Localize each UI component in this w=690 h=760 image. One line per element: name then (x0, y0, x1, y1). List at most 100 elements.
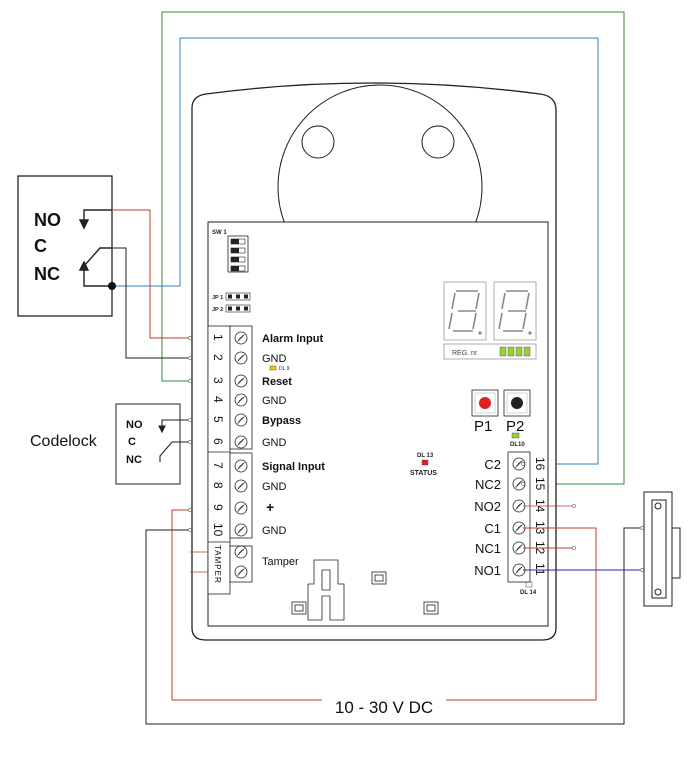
left-terminal-screw[interactable] (234, 459, 248, 473)
tamper-label: Tamper (262, 556, 299, 568)
left-terminal-label: GND (262, 481, 287, 493)
left-terminal-number: 8 (211, 482, 225, 489)
left-terminal-number: 6 (211, 438, 225, 445)
left-terminal-label: GND (262, 437, 287, 449)
sw1-label: SW 1 (212, 230, 227, 236)
relay-c-label: C (34, 236, 47, 256)
power-label-background (322, 692, 446, 720)
right-terminal-number: 16 (533, 457, 547, 471)
codelock-no-label: NO (126, 419, 143, 431)
left-terminal-screw[interactable] (234, 374, 248, 388)
codelock-nc-label: NC (126, 454, 142, 466)
jumper-jp2[interactable] (225, 304, 251, 313)
led-dl10 (511, 432, 520, 439)
wire-reset-green (161, 11, 625, 485)
left-terminal-number: 5 (211, 416, 225, 423)
left-terminal-screw[interactable] (234, 501, 248, 515)
left-terminal-screw[interactable] (234, 479, 248, 493)
wire-gnd-black (112, 247, 190, 359)
right-terminal-screw[interactable] (512, 541, 526, 555)
codelock-switch-symbol (158, 419, 180, 462)
relay-junction-dot (108, 282, 116, 290)
right-terminal-screw[interactable] (512, 521, 526, 535)
left-terminal-number: 9 (211, 504, 225, 511)
codelock-label: Codelock (30, 433, 98, 450)
tamper-screw[interactable] (234, 565, 248, 579)
wire-end-dots (188, 336, 644, 572)
jumper-jp1[interactable] (225, 292, 251, 301)
jp1-label: JP 1 (212, 295, 223, 301)
right-terminal-block (507, 451, 531, 583)
left-terminal-label: Alarm Input (262, 333, 323, 345)
left-terminal-screw[interactable] (234, 331, 248, 345)
dl9-label: DL 9 (279, 366, 290, 372)
relay-nc-label: NC (34, 264, 60, 284)
button-p1[interactable] (471, 389, 499, 417)
left-terminal-screws (234, 331, 248, 579)
left-terminal-screw[interactable] (234, 351, 248, 365)
p1-label: P1 (474, 418, 492, 435)
left-terminal-label: Bypass (262, 415, 301, 427)
left-terminal-number: 7 (211, 462, 225, 469)
right-terminal-screw[interactable] (512, 457, 526, 471)
external-relay-box (17, 175, 113, 317)
left-terminal-screw[interactable] (234, 393, 248, 407)
tamper-vertical-label: TAMPER (213, 545, 222, 584)
right-terminal-number: 11 (533, 563, 547, 576)
right-terminal-label: NO1 (474, 563, 501, 578)
left-terminal-screw[interactable] (234, 435, 248, 449)
power-label: 10 - 30 V DC (335, 698, 433, 717)
right-terminal-screw[interactable] (512, 477, 526, 491)
status-label: STATUS (410, 470, 437, 477)
right-terminal-label: NO2 (474, 499, 501, 514)
jp2-label: JP 2 (212, 307, 223, 313)
right-terminal-label: NC1 (475, 541, 501, 556)
dip-switch-sw1[interactable] (227, 235, 249, 273)
codelock-c-label: C (128, 436, 136, 448)
left-terminal-number: 2 (211, 354, 225, 361)
left-terminal-screw[interactable] (234, 523, 248, 537)
left-terminal-number: 3 (211, 377, 225, 384)
relay-switch-symbol (78, 209, 112, 287)
left-terminal-number: 10 (211, 523, 225, 537)
left-terminal-screw[interactable] (234, 413, 248, 427)
right-terminal-screws (512, 457, 526, 577)
circuit-board (207, 221, 549, 627)
led-status (421, 459, 429, 466)
left-terminal-label: GND (262, 395, 287, 407)
left-terminal-label: GND (262, 525, 287, 537)
seven-segment-display (443, 281, 537, 341)
codelock-box (115, 403, 181, 485)
right-terminal-label: C2 (484, 457, 501, 472)
wire-power-gnd-black (145, 527, 642, 725)
reg-leds (499, 346, 531, 357)
left-terminal-label: Reset (262, 376, 292, 388)
tamper-screw[interactable] (234, 545, 248, 559)
electric-strike-lock (643, 491, 681, 607)
wire-c2-blue (112, 37, 599, 465)
left-terminal-number: 1 (211, 334, 225, 341)
wire-alarm-red (112, 209, 190, 339)
led-dl14 (525, 581, 533, 588)
dl10-label: DL10 (510, 442, 525, 448)
right-terminal-number: 15 (533, 477, 547, 491)
left-terminal-label: GND (262, 353, 287, 365)
reg-label: REG. nr (452, 350, 478, 357)
relay-component (307, 559, 345, 621)
button-p2[interactable] (503, 389, 531, 417)
right-terminal-label: NC2 (475, 477, 501, 492)
led-dl9 (269, 365, 277, 371)
relay-no-label: NO (34, 210, 61, 230)
left-terminal-label: Signal Input (262, 461, 325, 473)
board-pads (291, 571, 439, 615)
p2-label: P2 (506, 418, 524, 435)
right-terminal-screw[interactable] (512, 499, 526, 513)
mounting-hole-left (301, 125, 335, 159)
left-terminal-label: + (266, 499, 274, 515)
right-terminal-label: C1 (484, 521, 501, 536)
mounting-hole-right (421, 125, 455, 159)
